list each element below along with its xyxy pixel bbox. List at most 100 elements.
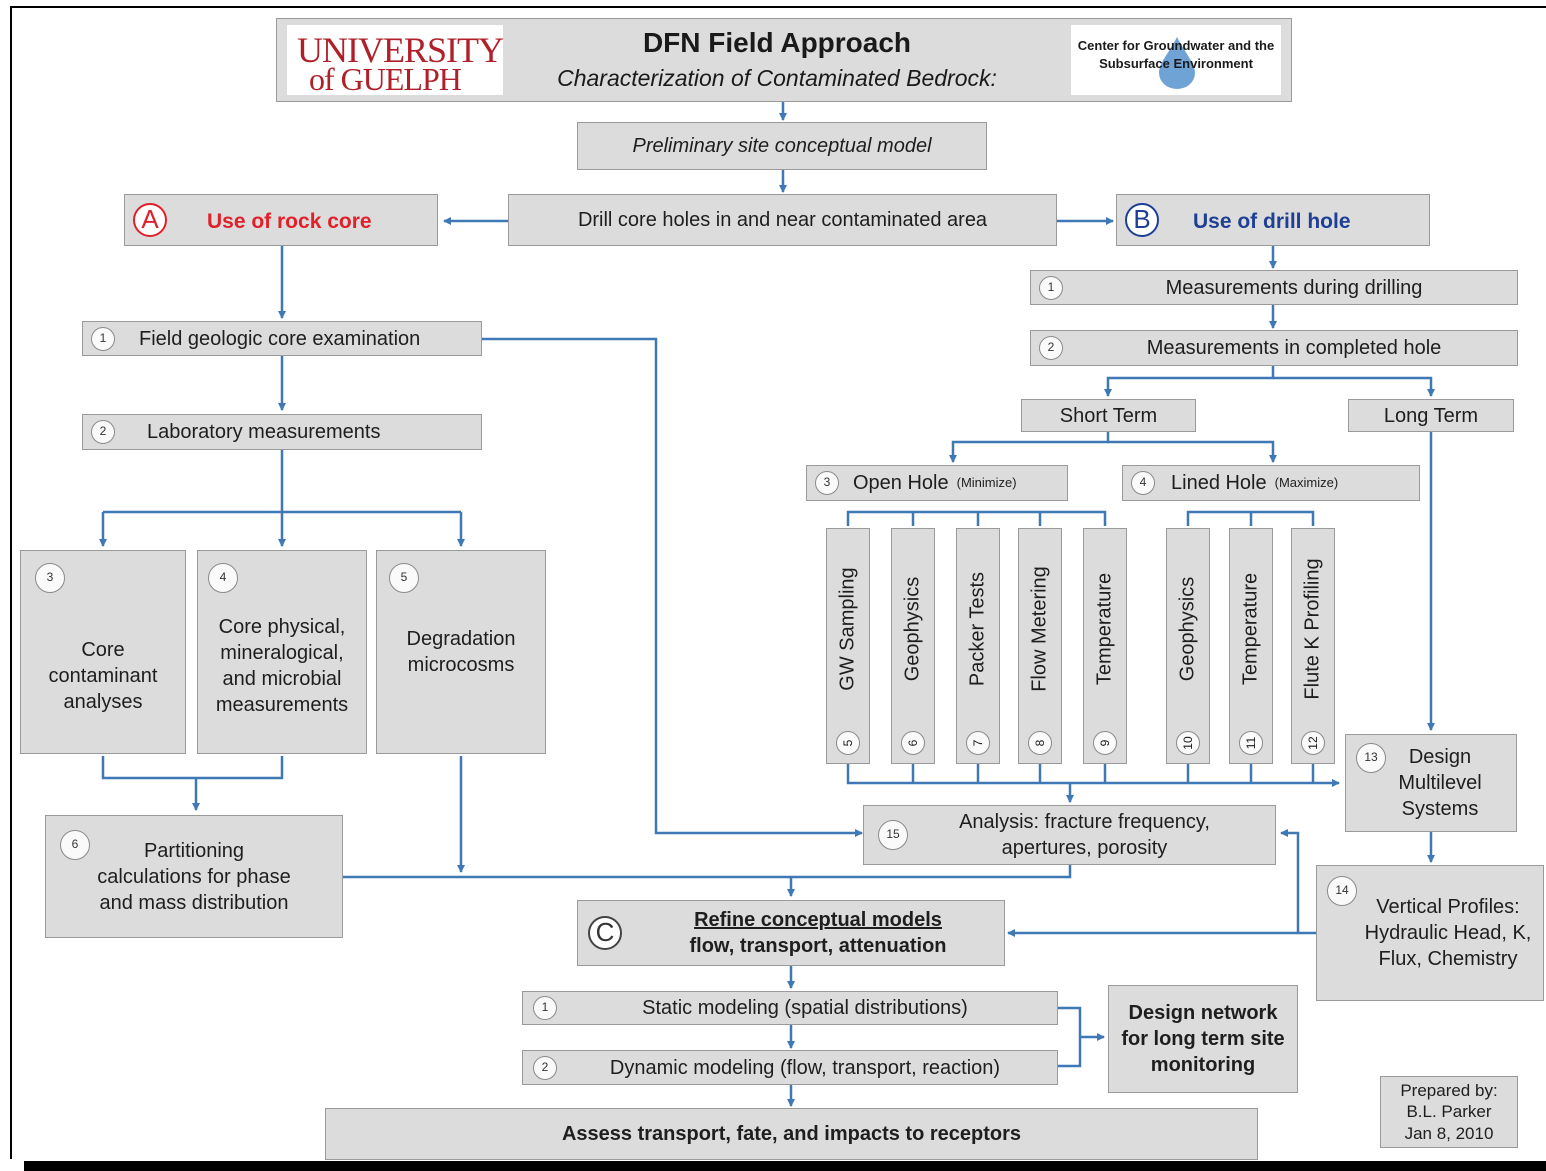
col-9-temperature: Temperature 9 [1083, 528, 1127, 764]
assess-transport-box: Assess transport, fate, and impacts to r… [325, 1108, 1258, 1160]
col-6-geophysics: Geophysics 6 [891, 528, 935, 764]
c1-static-modeling-box: 1 Static modeling (spatial distributions… [522, 991, 1058, 1025]
b1-label: Measurements during drilling [1165, 276, 1423, 299]
col-10-label: Geophysics [1176, 576, 1199, 682]
branch-c-subtitle: flow, transport, attenuation [689, 935, 947, 957]
b14-vertical-profiles-box: 14 Vertical Profiles: Hydraulic Head, K,… [1316, 865, 1544, 1001]
b2-number: 2 [1039, 336, 1063, 360]
b14-number: 14 [1327, 876, 1357, 906]
logo-line-1: UNIVERSITY [297, 30, 504, 70]
credit-line-3: Jan 8, 2010 [1404, 1123, 1494, 1143]
col-9-number: 9 [1093, 731, 1117, 755]
design-network-box: Design network for long term site monito… [1108, 985, 1298, 1093]
b13-number: 13 [1356, 743, 1386, 773]
open-hole-note: (Minimize) [956, 474, 1017, 490]
lined-hole-number: 4 [1131, 471, 1155, 495]
a4-label: Core physical, mineralogical, and microb… [215, 616, 349, 716]
branch-c-refine-box: C Refine conceptual models flow, transpo… [577, 900, 1005, 966]
open-hole-number: 3 [815, 471, 839, 495]
col-6-number: 6 [901, 731, 925, 755]
col-6-label: Geophysics [901, 576, 924, 682]
col-9-label: Temperature [1093, 572, 1116, 686]
col-8-flow-metering: Flow Metering 8 [1018, 528, 1062, 764]
a2-laboratory-box: 2 Laboratory measurements [82, 414, 482, 450]
short-term-box: Short Term [1021, 399, 1196, 432]
b15-number: 15 [878, 820, 908, 850]
col-10-geophysics: Geophysics 10 [1166, 528, 1210, 764]
groundwater-center-logo: Center for Groundwater and the Subsurfac… [1071, 25, 1281, 95]
col-11-number: 11 [1239, 731, 1263, 755]
col-12-label: Flute K Profiling [1301, 558, 1324, 700]
drill-core-holes-box: Drill core holes in and near contaminate… [508, 194, 1057, 246]
a6-partitioning-box: 6 Partitioning calculations for phase an… [45, 815, 343, 938]
col-5-label: GW Sampling [836, 567, 859, 691]
branch-b-title: B Use of drill hole [1116, 194, 1430, 246]
col-12-flute-k-profiling: Flute K Profiling 12 [1291, 528, 1335, 764]
b14-label: Vertical Profiles: Hydraulic Head, K, Fl… [1364, 896, 1532, 970]
b13-label: Design Multilevel Systems [1398, 746, 1482, 820]
open-hole-box: 3 Open Hole (Minimize) [806, 465, 1068, 501]
a6-number: 6 [60, 830, 90, 860]
branch-c-letter: C [588, 916, 622, 950]
page-frame [10, 6, 1546, 1159]
logo-line-2: of GUELPH [309, 61, 462, 97]
c2-dynamic-modeling-box: 2 Dynamic modeling (flow, transport, rea… [522, 1050, 1058, 1085]
a4-core-physical-box: 4 Core physical, mineralogical, and micr… [197, 550, 367, 754]
branch-a-label: Use of rock core [207, 210, 372, 233]
branch-b-label: Use of drill hole [1193, 210, 1351, 233]
branch-a-letter: A [133, 203, 167, 237]
credit-line-2: B.L. Parker [1406, 1102, 1492, 1122]
diagram-subtitle: Characterization of Contaminated Bedrock… [557, 65, 997, 91]
b2-completed-hole-box: 2 Measurements in completed hole [1030, 330, 1518, 366]
col-7-label: Packer Tests [966, 571, 989, 687]
a5-number: 5 [389, 563, 419, 593]
col-5-number: 5 [836, 731, 860, 755]
col-7-packer-tests: Packer Tests 7 [956, 528, 1000, 764]
b15-analysis-box: 15 Analysis: fracture frequency, apertur… [863, 805, 1276, 865]
b13-design-multilevel-box: 13 Design Multilevel Systems [1345, 734, 1517, 832]
a2-number: 2 [91, 420, 115, 444]
lined-hole-box: 4 Lined Hole (Maximize) [1122, 465, 1420, 501]
col-11-temperature: Temperature 11 [1229, 528, 1273, 764]
a6-label: Partitioning calculations for phase and … [97, 839, 291, 914]
branch-b-letter: B [1125, 203, 1159, 237]
b1-number: 1 [1039, 276, 1063, 300]
water-drop-icon [1159, 37, 1195, 89]
credit-line-1: Prepared by: [1400, 1081, 1498, 1101]
a5-label: Degradation microcosms [406, 628, 516, 676]
a3-number: 3 [35, 563, 65, 593]
a4-number: 4 [208, 563, 238, 593]
prepared-by-credit: Prepared by: B.L. Parker Jan 8, 2010 [1380, 1076, 1518, 1148]
col-12-number: 12 [1301, 731, 1325, 755]
branch-c-title: Refine conceptual models [694, 909, 942, 931]
long-term-box: Long Term [1348, 399, 1514, 432]
center-name: Center for Groundwater and the Subsurfac… [1077, 38, 1275, 71]
university-of-guelph-logo: UNIVERSITY of GUELPH [287, 25, 504, 97]
c1-label: Static modeling (spatial distributions) [642, 997, 968, 1019]
col-8-number: 8 [1028, 731, 1052, 755]
col-5-gw-sampling: GW Sampling 5 [826, 528, 870, 764]
branch-a-title: A Use of rock core [124, 194, 438, 246]
col-11-label: Temperature [1239, 572, 1262, 686]
b1-during-drilling-box: 1 Measurements during drilling [1030, 270, 1518, 305]
col-7-number: 7 [966, 731, 990, 755]
c1-number: 1 [533, 996, 557, 1020]
header-banner: UNIVERSITY of GUELPH DFN Field Approach … [276, 18, 1292, 102]
a5-degradation-box: 5 Degradation microcosms [376, 550, 546, 754]
c2-number: 2 [533, 1056, 557, 1080]
col-8-label: Flow Metering [1028, 566, 1051, 692]
col-10-number: 10 [1176, 731, 1200, 755]
a2-label: Laboratory measurements [147, 421, 381, 443]
b15-label: Analysis: fracture frequency, apertures,… [959, 811, 1210, 859]
a1-field-geologic-box: 1 Field geologic core examination [82, 321, 482, 356]
a3-core-contaminant-box: 3 Core contaminant analyses [20, 550, 186, 754]
a1-label: Field geologic core examination [139, 327, 421, 350]
lined-hole-note: (Maximize) [1274, 474, 1339, 490]
bottom-bar [24, 1161, 1546, 1171]
b2-label: Measurements in completed hole [1146, 337, 1442, 359]
c2-label: Dynamic modeling (flow, transport, react… [609, 1056, 1001, 1079]
a3-label: Core contaminant analyses [48, 639, 158, 713]
preliminary-model-box: Preliminary site conceptual model [577, 122, 987, 170]
a1-number: 1 [91, 327, 115, 351]
open-hole-label: Open Hole [853, 472, 949, 494]
